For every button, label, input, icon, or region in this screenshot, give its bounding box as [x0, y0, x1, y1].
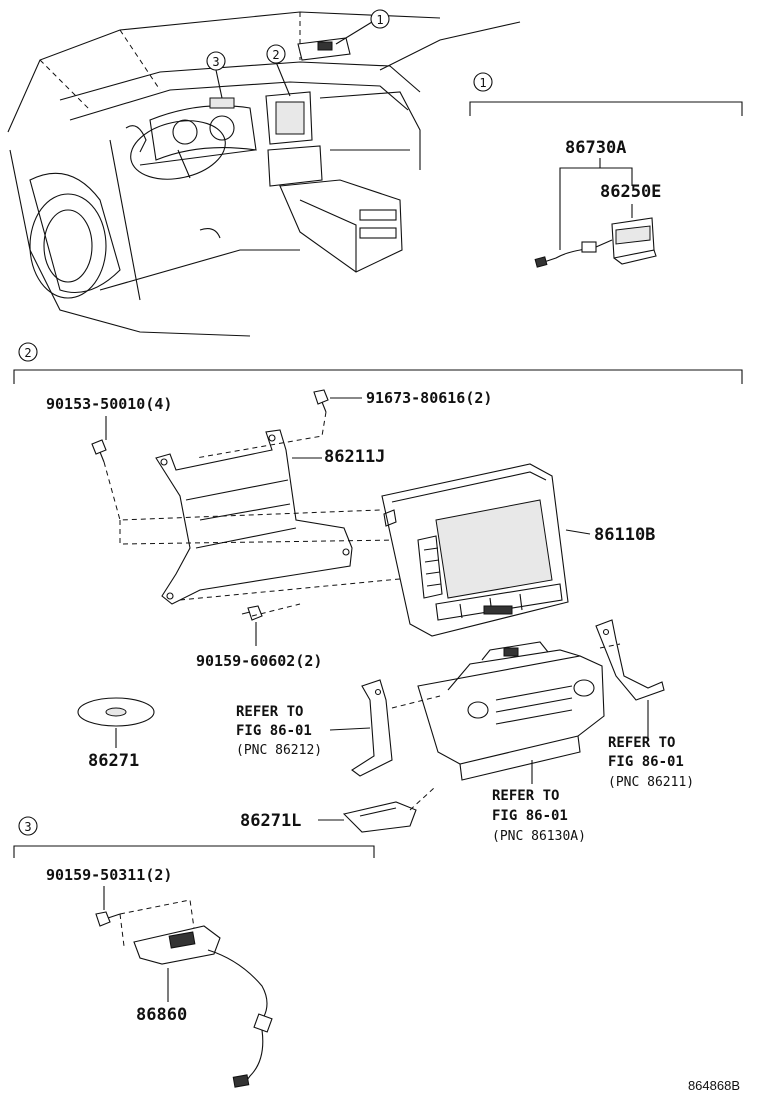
part-label-86860: 86860 [136, 1005, 187, 1025]
svg-text:FIG 86-01: FIG 86-01 [492, 808, 568, 824]
right-bracket [595, 619, 665, 701]
svg-text:REFER TO: REFER TO [492, 788, 559, 804]
navigation-display-86110B [381, 463, 569, 637]
usb-module-86250E [611, 217, 657, 265]
svg-text:(PNC 86211): (PNC 86211) [608, 775, 694, 790]
refer-note-bottom: REFER TO FIG 86-01 (PNC 86130A) [492, 788, 586, 844]
svg-text:2: 2 [272, 48, 279, 62]
svg-text:FIG 86-01: FIG 86-01 [236, 723, 312, 739]
left-bracket [351, 679, 393, 777]
section-1-badge: 1 [473, 72, 493, 92]
section-3-bracket [13, 845, 375, 858]
svg-text:1: 1 [376, 13, 383, 27]
disc-86271 [77, 697, 155, 727]
svg-text:FIG 86-01: FIG 86-01 [608, 754, 684, 770]
overview-callout-1: 1 [335, 9, 390, 45]
svg-text:2: 2 [24, 346, 31, 360]
part-label-86730A: 86730A [565, 138, 626, 158]
part-label-86110B: 86110B [594, 525, 655, 545]
overview-callout-3: 3 [206, 51, 226, 99]
svg-text:REFER TO: REFER TO [608, 735, 675, 751]
part-label-90159-60602: 90159-60602(2) [196, 652, 322, 670]
figure-code: 864868B [688, 1078, 740, 1093]
screw-90159-50311 [95, 911, 121, 927]
cable-86730A [534, 239, 613, 268]
svg-text:(PNC 86130A): (PNC 86130A) [492, 829, 586, 844]
svg-text:3: 3 [24, 820, 31, 834]
part-label-90159-50311: 90159-50311(2) [46, 866, 172, 884]
section-3-badge: 3 [18, 816, 38, 836]
section-2-bracket [13, 369, 743, 384]
section-1-bracket [469, 101, 743, 116]
dashboard-overview-illustration [7, 11, 521, 337]
overview-callout-2: 2 [266, 44, 291, 97]
screw-90159-60602 [241, 605, 263, 621]
screw-90153-50010 [91, 439, 107, 463]
part-label-86211J: 86211J [324, 447, 385, 467]
section-2-badge: 2 [18, 342, 38, 362]
part-label-86271: 86271 [88, 751, 139, 771]
screw-91673-80616 [313, 389, 329, 413]
bracket-86211J [155, 429, 353, 605]
camera-module-86860 [133, 925, 273, 1088]
refer-note-right: REFER TO FIG 86-01 (PNC 86211) [608, 735, 694, 790]
section-3: 3 90159-50311(2) 86860 [13, 816, 375, 1088]
svg-text:(PNC 86212): (PNC 86212) [236, 743, 322, 758]
module-86271L [342, 801, 417, 833]
section-2: 2 90153-50010(4) 91673-80616(2) 86211J 8… [13, 342, 743, 844]
part-label-86250E: 86250E [600, 182, 661, 202]
svg-text:3: 3 [212, 55, 219, 69]
part-label-86271L: 86271L [240, 811, 301, 831]
refer-note-left: REFER TO FIG 86-01 (PNC 86212) [236, 704, 322, 758]
audio-panel-assembly [417, 641, 605, 781]
svg-text:REFER TO: REFER TO [236, 704, 303, 720]
part-label-90153-50010: 90153-50010(4) [46, 395, 172, 413]
part-label-91673-80616: 91673-80616(2) [366, 389, 492, 407]
svg-text:1: 1 [479, 76, 486, 90]
section-1: 1 86730A 86250E [469, 72, 743, 268]
